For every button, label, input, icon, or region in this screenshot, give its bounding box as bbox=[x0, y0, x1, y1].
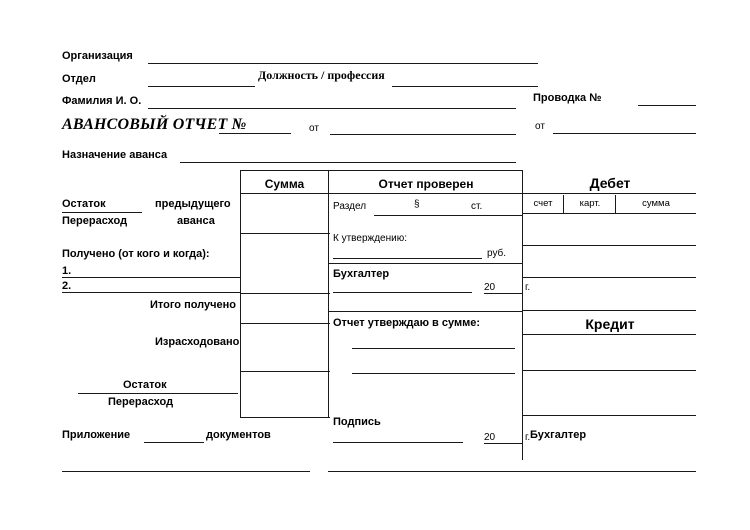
posting-number-label: Проводка № bbox=[533, 92, 602, 104]
credit-header-rule bbox=[522, 334, 696, 336]
article-label: ст. bbox=[471, 201, 483, 212]
year-fill-line-middle[interactable] bbox=[484, 293, 522, 294]
department-label: Отдел bbox=[62, 73, 96, 85]
accountant-label-middle: Бухгалтер bbox=[333, 268, 390, 280]
title-date-from-label: от bbox=[309, 123, 319, 134]
year-suffix-bottom: г. bbox=[525, 432, 531, 443]
signature-label: Подпись bbox=[333, 416, 381, 428]
debit-subcolumn-sum: сумма bbox=[642, 198, 670, 209]
organization-fill-line[interactable] bbox=[148, 63, 538, 65]
attachment-count-fill-line[interactable] bbox=[144, 442, 204, 444]
department-fill-line[interactable] bbox=[148, 86, 255, 88]
credit-row-rule-1 bbox=[522, 370, 696, 372]
sum-divider-4 bbox=[240, 371, 330, 373]
year-suffix-middle: г. bbox=[525, 282, 531, 293]
previous-advance-line1: предыдущего bbox=[155, 198, 231, 210]
position-label: Должность / профессия bbox=[258, 68, 385, 82]
debit-row-rule-3 bbox=[522, 310, 696, 312]
debit-subheader-rule bbox=[522, 213, 696, 215]
approve-sum-line-2[interactable] bbox=[352, 373, 515, 375]
advance-purpose-label: Назначение аванса bbox=[62, 149, 168, 161]
debit-subcolumn-divider-2 bbox=[615, 195, 616, 213]
debit-subcolumn-card: карт. bbox=[579, 198, 601, 209]
checked-header-top-rule bbox=[328, 170, 523, 172]
attachment-label: Приложение bbox=[62, 429, 131, 441]
year-fill-line-bottom[interactable] bbox=[484, 443, 522, 444]
section-label: Раздел bbox=[333, 201, 367, 212]
credit-row-rule-2 bbox=[522, 415, 696, 417]
debit-header: Дебет bbox=[589, 175, 631, 191]
checked-header-bottom-rule bbox=[328, 193, 523, 195]
signature-line[interactable] bbox=[333, 442, 463, 444]
debit-subcolumn-divider-1 bbox=[563, 195, 564, 213]
sum-divider-2 bbox=[240, 293, 330, 295]
checked-report-header: Отчет проверен bbox=[378, 177, 474, 191]
debit-header-rule bbox=[522, 193, 696, 195]
accountant-label-right: Бухгалтер bbox=[530, 429, 587, 441]
sum-header-top-rule bbox=[240, 170, 330, 172]
spent-label: Израсходовано bbox=[155, 336, 240, 348]
posting-date-from-label: от bbox=[535, 121, 545, 132]
posting-date-fill-line[interactable] bbox=[553, 133, 696, 135]
sum-column-bottom-rule bbox=[240, 417, 330, 419]
sum-header-bottom-rule bbox=[240, 193, 330, 195]
documents-label: документов bbox=[206, 429, 271, 441]
credit-header: Кредит bbox=[585, 316, 635, 332]
year-prefix-middle: 20 bbox=[484, 282, 496, 293]
accountant-signature-line[interactable] bbox=[333, 292, 472, 294]
advance-purpose-fill-line[interactable] bbox=[180, 162, 516, 164]
title-date-fill-line[interactable] bbox=[330, 134, 516, 136]
report-number-fill-line[interactable] bbox=[219, 133, 291, 135]
received-from-label: Получено (от кого и когда): bbox=[62, 248, 210, 260]
position-fill-line[interactable] bbox=[392, 86, 538, 88]
organization-label: Организация bbox=[62, 50, 133, 62]
for-approval-label: К утверждению: bbox=[333, 233, 407, 244]
received-item-1: 1. bbox=[62, 265, 72, 277]
debit-row-rule-1 bbox=[522, 245, 696, 247]
bottom-right-line[interactable] bbox=[522, 471, 696, 473]
overrun-label: Перерасход bbox=[62, 215, 128, 227]
for-approval-fill-line[interactable] bbox=[333, 258, 482, 260]
debit-row-rule-2 bbox=[522, 277, 696, 279]
total-received-label: Итого получено bbox=[150, 299, 236, 311]
accountant-section-top-rule bbox=[328, 263, 523, 265]
overrun-label-final: Перерасход bbox=[108, 396, 174, 408]
approve-sum-label: Отчет утверждаю в сумме: bbox=[333, 317, 481, 329]
previous-advance-line2: аванса bbox=[177, 215, 215, 227]
balance-overrun-divider-final bbox=[78, 393, 238, 394]
sum-column-header: Сумма bbox=[264, 177, 305, 191]
middle-right-separator bbox=[522, 170, 524, 460]
surname-label: Фамилия И. О. bbox=[62, 95, 142, 107]
rubles-label: руб. bbox=[487, 248, 507, 259]
balance-label-final: Остаток bbox=[123, 379, 167, 391]
received-item-2: 2. bbox=[62, 280, 72, 292]
year-prefix-bottom: 20 bbox=[484, 432, 496, 443]
section-fill-line[interactable] bbox=[374, 215, 522, 217]
surname-fill-line[interactable] bbox=[148, 108, 516, 110]
paragraph-symbol: § bbox=[414, 199, 420, 210]
bottom-middle-line[interactable] bbox=[328, 471, 522, 473]
sum-divider-3 bbox=[240, 323, 330, 325]
balance-overrun-divider bbox=[62, 212, 142, 213]
balance-label: Остаток bbox=[62, 198, 106, 210]
approve-sum-line-1[interactable] bbox=[352, 348, 515, 350]
bottom-left-signature-line[interactable] bbox=[62, 471, 310, 473]
received-item-2-line[interactable] bbox=[62, 292, 240, 294]
approve-section-top-rule bbox=[328, 311, 523, 313]
debit-subcolumn-account: счет bbox=[533, 198, 553, 209]
received-item-1-line[interactable] bbox=[62, 277, 240, 279]
sum-divider-1 bbox=[240, 233, 330, 235]
posting-number-fill-line[interactable] bbox=[638, 105, 696, 107]
page-title: АВАНСОВЫЙ ОТЧЕТ № bbox=[62, 116, 247, 133]
